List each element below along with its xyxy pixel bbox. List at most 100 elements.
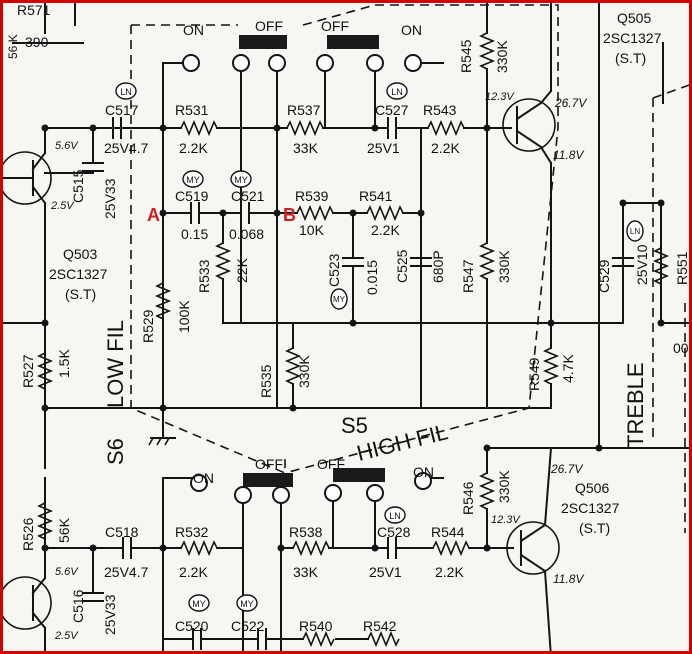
r529-value: 100K [176,300,192,333]
ground-symbol [156,437,162,446]
r526-value: 56K [56,517,72,543]
wire [543,569,552,651]
switch-contact [272,486,290,504]
c518-label: C518 [105,524,139,540]
wire [31,576,47,595]
r541-label: R541 [359,188,393,204]
voltage-label: 5.6V [55,566,79,578]
ln-badge [626,220,644,242]
r543-value: 2.2K [431,140,460,156]
r547-resistor [478,242,496,280]
voltage-label: 5.6V [55,140,79,152]
r540-resistor [302,630,335,648]
ln-badge [115,82,137,100]
r527-resistor [36,352,54,390]
q505-transistor [502,98,556,152]
r539-value: 10K [299,222,325,238]
s5-switch-actuator[interactable] [333,468,385,482]
r546-label: R546 [460,481,476,515]
switch-contact [182,54,200,72]
q503-label: Q503 [63,246,97,262]
r549-label: R549 [526,357,542,391]
treble-switch-boundary [652,84,689,533]
r546-value: 330K [496,470,512,503]
r537-value: 33K [293,140,319,156]
r535-label: R535 [258,364,274,398]
wire [519,523,547,543]
r544-value: 2.2K [435,564,464,580]
s6-switch-actuator[interactable] [243,473,293,487]
c520-label: C520 [175,618,209,634]
r538-resistor [292,539,330,557]
ground-symbol [148,437,154,446]
voltage-label: 12.3V [491,514,521,526]
on-label: ON [401,22,422,38]
voltage-label: 11.8V [553,148,584,162]
q503-st: (S.T) [65,286,96,302]
switch-contact [316,54,334,72]
my-badge-label: MY [240,599,254,609]
r543-resistor [427,119,465,137]
wire [31,185,47,205]
c521-label: C521 [231,188,265,204]
wire [539,145,553,165]
high-fil-switch-actuator[interactable] [327,35,379,49]
switch-contact [414,472,432,490]
r571-value: 390 [25,34,49,50]
voltage-label: 2.5V [54,630,79,642]
r549-value: 4.7K [560,354,576,383]
low-fil-switch-actuator[interactable] [239,35,287,49]
wire [519,553,547,573]
switch-contact [324,484,342,502]
ln-badge [386,82,408,100]
c525-label: C525 [394,249,410,283]
c528-label: C528 [377,524,411,540]
c527-value: 25V1 [367,140,400,156]
my-badge [236,594,258,612]
my-badge-label: MY [192,599,206,609]
on-label: ON [193,470,214,486]
treble-label: TREBLE [623,362,648,448]
r551-resistor [652,247,670,285]
r539-label: R539 [295,188,329,204]
r547-value: 330K [496,250,512,283]
r532-value: 2.2K [179,564,208,580]
r533-resistor [214,242,232,280]
r545-resistor [478,32,496,70]
c522-label: C522 [231,618,265,634]
q503-transistor [3,151,52,205]
r551-value: 00 [673,340,689,356]
switch-contact [404,54,422,72]
my-badge-label: MY [186,175,200,185]
s6-label: S6 [103,438,128,465]
r543-label: R543 [423,102,457,118]
my-badge [330,288,348,310]
my-badge [230,170,252,188]
r532-resistor [180,539,218,557]
off-label: OFF [255,18,283,34]
r535-resistor [284,347,302,385]
low-fil-switch-boundary [130,25,286,475]
voltage-label: 12.3V [485,91,515,103]
node-a-marker: A [147,205,160,225]
wire [515,129,543,149]
r529-label: R529 [140,309,156,343]
q504-transistor [3,576,52,630]
wire [539,89,553,105]
off-label: OFF [317,456,345,472]
r571-label: R571 [17,3,51,18]
switch-contact [232,54,250,72]
voltage-label: 11.8V [553,572,584,586]
tone-filter-schematic: LN LN LN LN MY MY MY MY MY R571 390 56 K… [3,3,689,651]
my-badge [188,594,210,612]
off-label: OFF [321,18,349,34]
r538-value: 33K [293,564,319,580]
my-badge-label: MY [234,175,248,185]
c516-value: 25V33 [102,594,118,635]
switch-contact [190,474,208,492]
junction-dots [41,124,665,552]
ln-badge [384,506,406,524]
ln-badge-label: LN [389,511,401,521]
q505-label: Q505 [617,10,651,26]
